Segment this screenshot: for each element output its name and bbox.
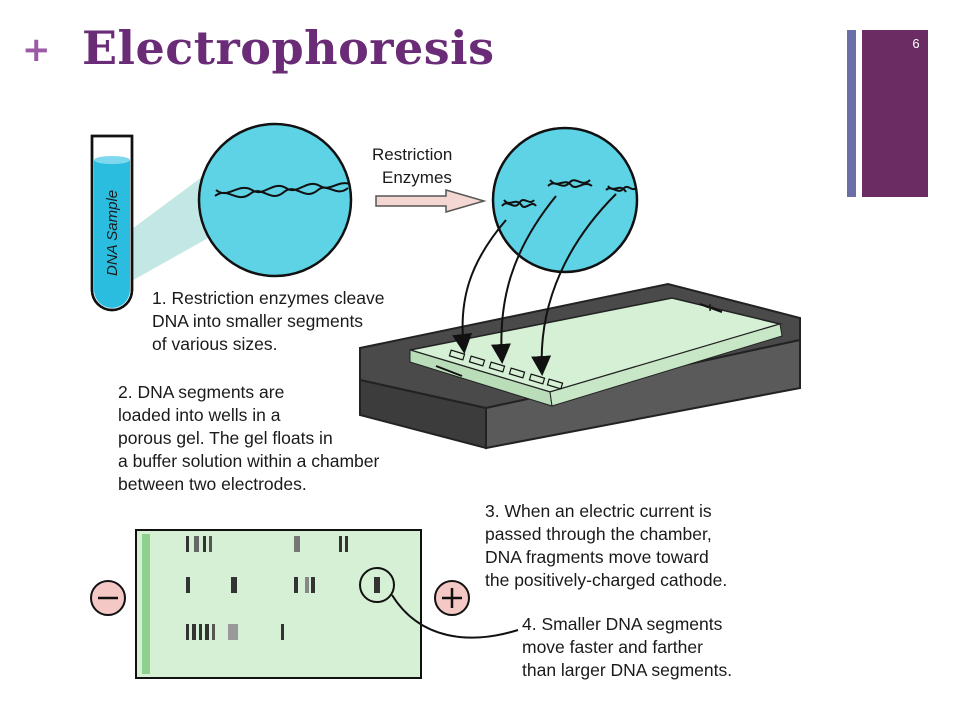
chamber-plus: + (706, 299, 714, 315)
highlight-ring (359, 567, 395, 603)
step3-line1: 3. When an electric current is (485, 501, 712, 521)
test-tube: DNA Sample (90, 134, 134, 312)
negative-electrode (90, 580, 126, 616)
step3-line2: passed through the chamber, (485, 524, 712, 544)
chamber-plus-line (699, 303, 723, 313)
step1-line2: DNA into smaller segments (152, 311, 363, 331)
positive-electrode (434, 580, 470, 616)
slide-number: 6 (912, 36, 920, 51)
accent-bar (862, 30, 928, 197)
tube-label: DNA Sample (104, 190, 121, 276)
dna-circle-intact (197, 122, 353, 278)
dna-circle-cut (491, 126, 639, 274)
step1-line1: 1. Restriction enzymes cleave (152, 288, 384, 308)
step2-line4: a buffer solution within a chamber (118, 451, 380, 471)
arrow-label-line1: Restriction (372, 145, 452, 164)
loading-arrow-1 (452, 219, 507, 354)
well-strip (142, 534, 150, 674)
step4-line1: 4. Smaller DNA segments (522, 614, 723, 634)
loading-arrow-3 (531, 193, 617, 376)
title-bullet: + (22, 30, 51, 70)
zoom-cone (128, 165, 218, 283)
gel-top-view (135, 529, 519, 679)
step2-line5: between two electrodes. (118, 474, 307, 494)
step4-line2: move faster and farther (522, 637, 703, 657)
step2-line1: 2. DNA segments are (118, 382, 284, 402)
chamber-minus-line (435, 365, 463, 377)
step2-line2: loaded into wells in a (118, 405, 281, 425)
step2-caption: 2. DNA segments are loaded into wells in… (118, 382, 380, 494)
step3-line3: DNA fragments move toward (485, 547, 709, 567)
step4-line3: than larger DNA segments. (522, 660, 732, 680)
enzyme-arrow (375, 189, 487, 213)
loading-arrow-2 (490, 195, 557, 364)
accent-bar-thin (847, 30, 856, 197)
step1-caption: 1. Restriction enzymes cleave DNA into s… (152, 288, 384, 354)
gel-bands (186, 536, 380, 640)
slide-title: Electrophoresis (82, 21, 495, 75)
step1-line3: of various sizes. (152, 334, 277, 354)
arrow-label-line2: Enzymes (382, 168, 452, 187)
step4-pointer (391, 594, 519, 639)
step4-caption: 4. Smaller DNA segments move faster and … (522, 614, 732, 680)
step3-line4: the positively-charged cathode. (485, 570, 727, 590)
gel-chamber: + (359, 282, 801, 450)
step2-line3: porous gel. The gel floats in (118, 428, 333, 448)
step3-caption: 3. When an electric current is passed th… (485, 501, 727, 590)
